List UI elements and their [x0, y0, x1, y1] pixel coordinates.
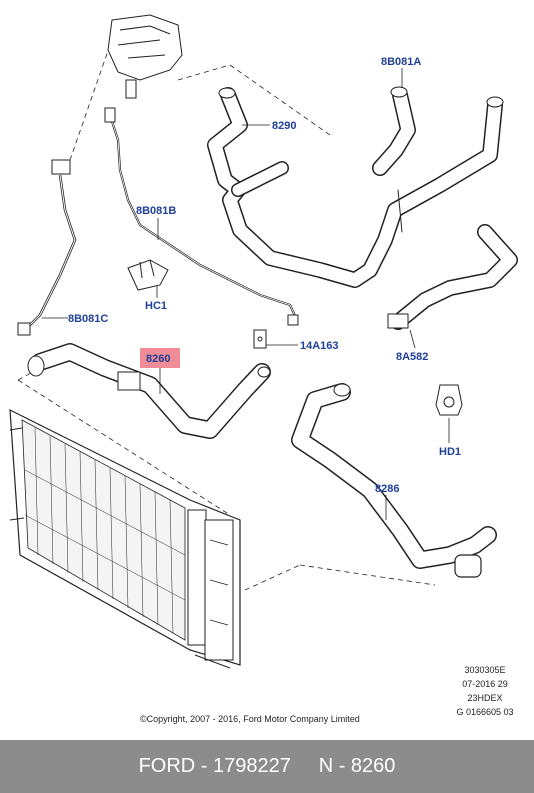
hose-8286 — [291, 383, 497, 578]
assembly-dashed-lines — [17, 44, 436, 591]
hose-8290 — [207, 87, 504, 288]
hose-8a582 — [387, 224, 518, 330]
bracket-14a163 — [253, 329, 267, 349]
callout-8260: 8260 — [146, 353, 170, 365]
callout-highlight-8260 — [140, 348, 180, 368]
sensor-wire-8b081c — [17, 159, 77, 336]
callout-14a163: 14A163 — [300, 340, 339, 352]
callout-8b081b: 8B081B — [136, 205, 176, 217]
callout-hd1: HD1 — [439, 446, 461, 458]
drawing-ref-line3: 23HDEX — [467, 693, 503, 703]
footer-n-label: N - — [318, 755, 351, 777]
hose-8b081a — [372, 86, 416, 176]
callout-8b081c: 8B081C — [68, 313, 108, 325]
copyright-notice: ©Copyright, 2007 - 2016, Ford Motor Comp… — [140, 714, 360, 724]
footer-part-number: 1798227 — [213, 755, 291, 777]
part-info-footer: FORD - 1798227 N - 8260 — [0, 740, 534, 793]
hose-8260 — [27, 343, 271, 439]
drawing-ref-line2: 07-2016 29 — [462, 679, 508, 689]
leader-lines — [42, 68, 450, 520]
expansion-tank — [107, 14, 183, 99]
footer-brand: FORD — [138, 755, 196, 777]
callout-8a582: 8A582 — [396, 351, 428, 363]
callout-8b081a: 8B081A — [381, 56, 421, 68]
clip-hd1 — [435, 384, 463, 416]
drawing-ref-line1: 3030305E — [464, 665, 506, 675]
clip-hc1 — [127, 259, 169, 291]
sensor-wire-8b081b — [104, 107, 299, 326]
footer-gap — [291, 755, 319, 778]
callout-8286: 8286 — [375, 483, 399, 495]
parts-diagram: 8B081A 8290 8B081B HC1 8B081C 14A163 826… — [9, 14, 518, 669]
drawing-ref-line4: G 0166605 03 — [456, 707, 514, 717]
footer-ref: 8260 — [350, 755, 396, 777]
radiator-assembly — [9, 408, 241, 669]
callout-hc1: HC1 — [145, 300, 167, 312]
callout-8290: 8290 — [272, 120, 296, 132]
footer-separator: - — [195, 755, 214, 777]
